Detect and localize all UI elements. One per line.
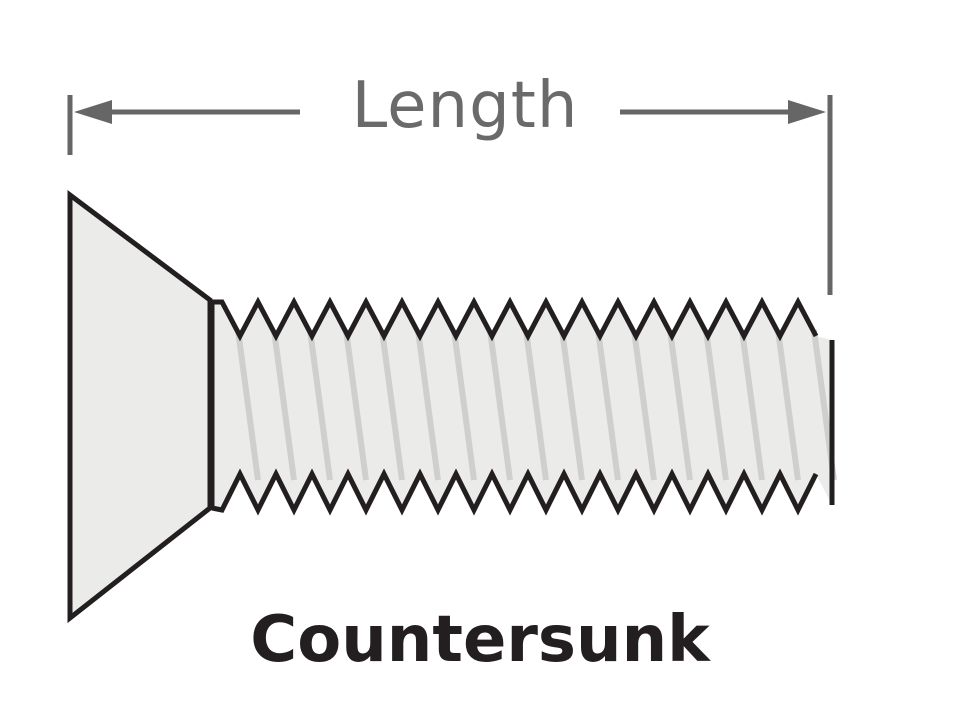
thread-helix-line — [415, 329, 441, 481]
thread-crest-bottom — [211, 468, 819, 516]
thread-helix-line — [739, 329, 765, 481]
thread-helix-line — [451, 329, 477, 481]
thread-helix-line — [307, 329, 333, 481]
thread-helix-line — [595, 329, 621, 481]
thread-helix-lines — [235, 329, 837, 481]
countersunk-head — [67, 190, 213, 624]
shank-body — [212, 302, 832, 510]
dimension-arrow-left — [74, 100, 112, 124]
thread-crest-top — [212, 296, 819, 342]
length-dimension — [67, 95, 833, 295]
screw-type-label: Countersunk — [250, 603, 710, 677]
thread-helix-line — [775, 329, 801, 481]
thread-helix-line — [271, 329, 297, 481]
thread-helix-line — [559, 329, 585, 481]
threaded-shank — [209, 296, 837, 516]
thread-helix-line — [703, 329, 729, 481]
thread-helix-line — [343, 329, 369, 481]
thread-helix-line — [523, 329, 549, 481]
thread-helix-line — [667, 329, 693, 481]
length-label: Length — [351, 69, 579, 143]
thread-helix-line — [379, 329, 405, 481]
thread-helix-line — [235, 329, 261, 481]
dimension-arrow-right — [788, 100, 826, 124]
thread-helix-line — [631, 329, 657, 481]
thread-helix-line — [487, 329, 513, 481]
